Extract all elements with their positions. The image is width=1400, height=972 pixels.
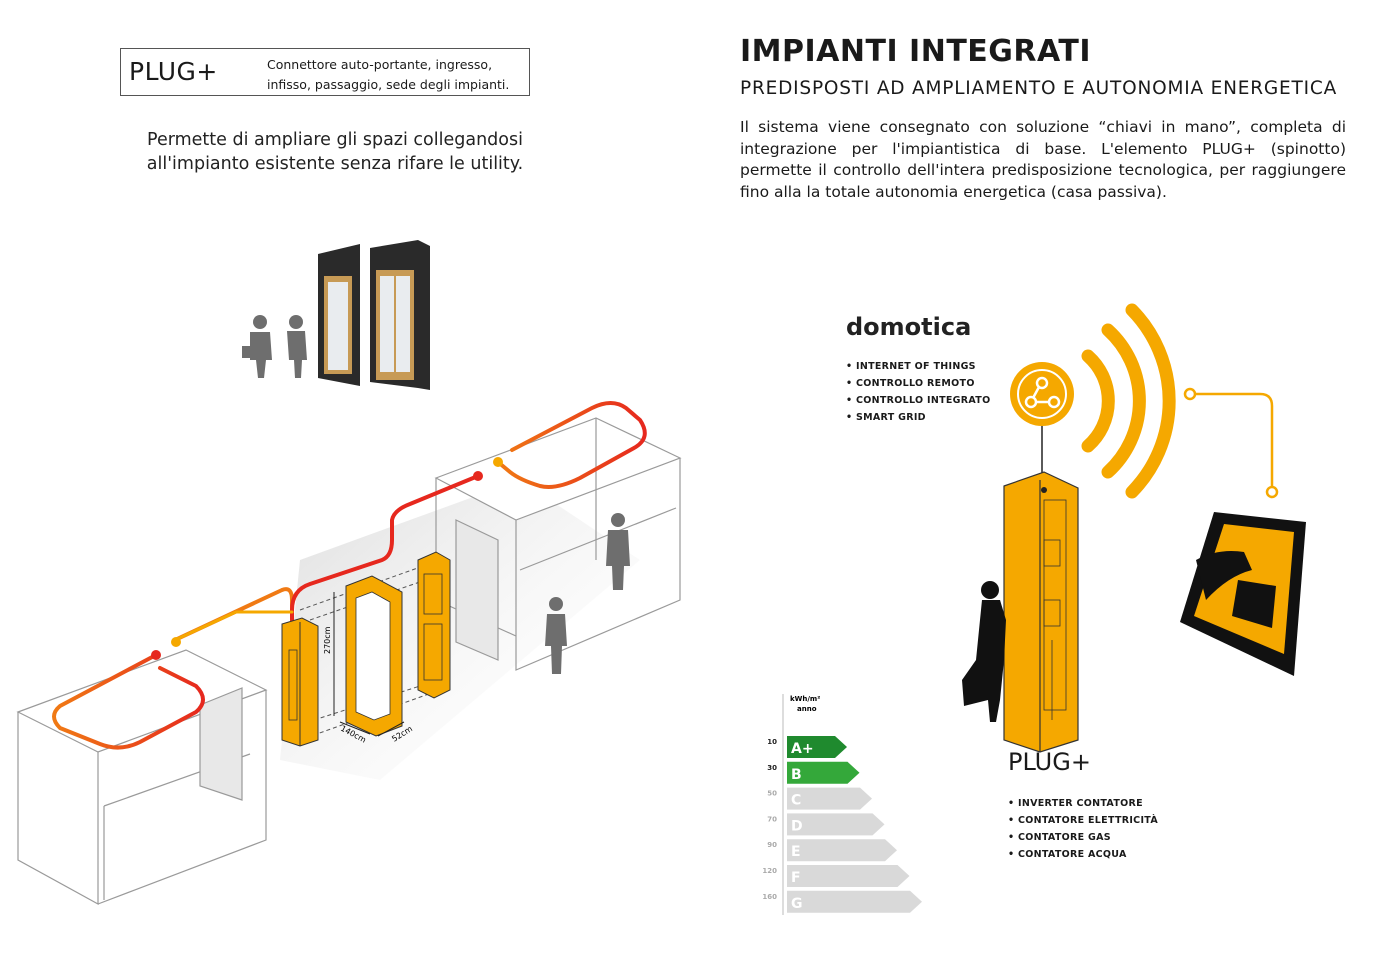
tablet-illustration bbox=[1180, 512, 1306, 676]
energy-class-arrow-d bbox=[787, 813, 885, 836]
left-intro-text: Permette di ampliare gli spazi collegand… bbox=[146, 130, 524, 174]
list-item: INTERNET OF THINGS bbox=[846, 358, 990, 375]
energy-class-label: E bbox=[791, 844, 801, 860]
domotica-list: INTERNET OF THINGS CONTROLLO REMOTO CONT… bbox=[846, 358, 990, 426]
module-right bbox=[434, 417, 682, 671]
energy-class-arrow-e bbox=[787, 839, 897, 862]
people-silhouettes-top bbox=[242, 315, 307, 378]
energy-unit-line1: kWh/m² bbox=[790, 695, 820, 703]
energy-unit-line2: anno bbox=[797, 705, 817, 713]
energy-class-value: 50 bbox=[767, 790, 777, 798]
energy-class-label: A+ bbox=[791, 741, 814, 757]
list-item: CONTATORE ELETTRICITÀ bbox=[1008, 812, 1158, 829]
energy-class-label: C bbox=[791, 793, 801, 809]
energy-class-value: 10 bbox=[767, 738, 777, 746]
energy-class-label: B bbox=[791, 767, 802, 783]
plug-box-title: PLUG+ bbox=[129, 57, 218, 86]
energy-class-arrow-c bbox=[787, 787, 872, 810]
energy-class-label: G bbox=[791, 896, 803, 912]
page-title: IMPIANTI INTEGRATI bbox=[740, 34, 1092, 69]
woman-silhouette bbox=[962, 581, 1006, 722]
window-panels bbox=[318, 240, 430, 390]
cable-plugs bbox=[151, 457, 503, 660]
plug-box-description: Connettore auto-portante, ingresso, infi… bbox=[267, 57, 510, 92]
dimension-lines bbox=[333, 592, 405, 737]
power-cable bbox=[52, 401, 647, 750]
list-item: INVERTER CONTATORE bbox=[1008, 795, 1158, 812]
energy-class-value: 30 bbox=[767, 764, 777, 772]
plug-definition-box: PLUG+ Connettore auto-portante, ingresso… bbox=[120, 48, 530, 96]
energy-class-arrow-b bbox=[787, 761, 860, 784]
list-item: CONTATORE GAS bbox=[1008, 829, 1158, 846]
tablet-connector bbox=[1183, 387, 1279, 499]
energy-class-value: 70 bbox=[767, 815, 777, 823]
intro-paragraph: Il sistema viene consegnato con soluzion… bbox=[740, 118, 1346, 201]
list-item: SMART GRID bbox=[846, 409, 990, 426]
page-subtitle: PREDISPOSTI AD AMPLIAMENTO E AUTONOMIA E… bbox=[740, 78, 1338, 99]
energy-class-value: 90 bbox=[767, 841, 777, 849]
plug-tower bbox=[1003, 471, 1079, 753]
plug-list: INVERTER CONTATORE CONTATORE ELETTRICITÀ… bbox=[1008, 795, 1158, 863]
domotica-title: domotica bbox=[846, 313, 972, 341]
energy-class-arrow-g bbox=[787, 890, 922, 913]
energy-class-arrow-aplus bbox=[787, 736, 847, 758]
module-left bbox=[16, 649, 268, 906]
dimension-height: 270cm bbox=[323, 626, 332, 654]
plug-title: PLUG+ bbox=[1008, 748, 1091, 776]
energy-class-label: F bbox=[791, 870, 801, 886]
energy-class-value: 120 bbox=[762, 867, 777, 875]
network-icon bbox=[1010, 362, 1074, 426]
energy-class-value: 160 bbox=[762, 893, 777, 901]
plug-column-closed bbox=[281, 617, 319, 747]
plug-column-frame bbox=[345, 575, 403, 737]
energy-class-label: D bbox=[791, 818, 803, 834]
list-item: CONTROLLO REMOTO bbox=[846, 375, 990, 392]
wifi-waves bbox=[1081, 303, 1176, 499]
list-item: CONTATORE ACQUA bbox=[1008, 846, 1158, 863]
plug-column-door bbox=[417, 551, 451, 699]
list-item: CONTROLLO INTEGRATO bbox=[846, 392, 990, 409]
energy-class-arrow-f bbox=[787, 865, 910, 887]
people-silhouettes-module bbox=[545, 513, 630, 674]
